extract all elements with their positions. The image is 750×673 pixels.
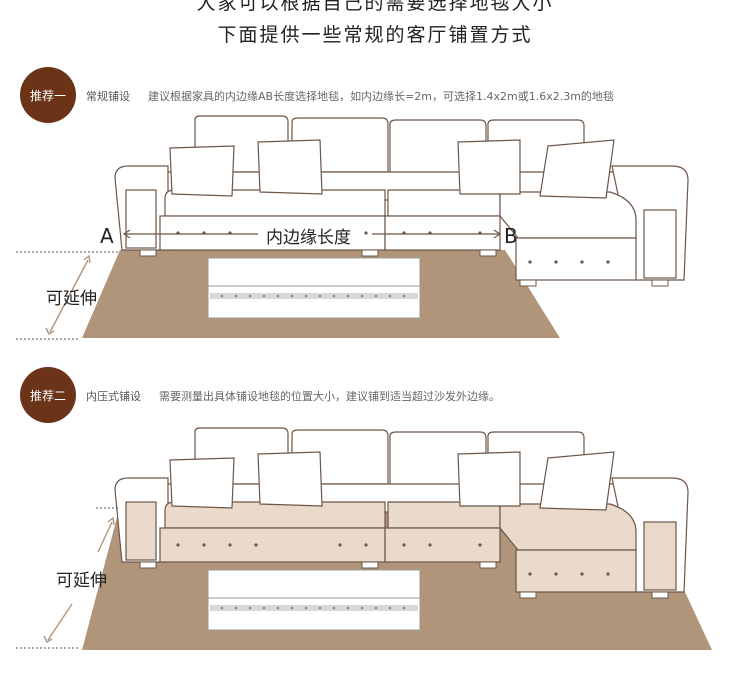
coffee-table-1 xyxy=(207,257,421,319)
rec1-caption: 常规铺设 建议根据家具的内边缘AB长度选择地毯，如内边缘长=2m，可选择1.4x2… xyxy=(86,88,614,104)
chaise-front xyxy=(515,237,637,281)
rec2-caption: 内压式铺设 需要测量出具体铺设地毯的位置大小，建议铺到适当超过沙发外边缘。 xyxy=(86,388,500,404)
seat-cushion-1 xyxy=(164,189,386,217)
rec2-title: 内压式铺设 xyxy=(86,390,141,403)
pillow-2 xyxy=(257,139,323,195)
pillow-4 xyxy=(539,139,615,199)
header-line-1: 大家可以根据自己的需要选择地毯大小 xyxy=(196,0,554,14)
front-panel-2 xyxy=(384,215,501,251)
header-line-2: 下面提供一些常规的客厅铺置方式 xyxy=(217,24,533,46)
diagram-1-sofa-rug xyxy=(16,115,689,340)
diagram-2-sofa-rug xyxy=(16,427,712,650)
pillow-1 xyxy=(169,145,235,197)
coffee-table-2 xyxy=(207,569,421,631)
rec1-title: 常规铺设 xyxy=(86,90,130,103)
rec1-desc: 建议根据家具的内边缘AB长度选择地毯，如内边缘长=2m，可选择1.4x2m或1.… xyxy=(148,90,614,103)
inner-edge-label: 内边缘长度 xyxy=(262,223,355,248)
chaise-cushion xyxy=(499,191,637,239)
pillow-3 xyxy=(457,139,521,195)
point-b-label: B xyxy=(504,224,518,248)
point-a-label: A xyxy=(100,224,114,248)
badge-recommend-2: 推荐二 xyxy=(20,367,76,423)
badge-recommend-1: 推荐一 xyxy=(20,67,76,123)
rec2-desc: 需要测量出具体铺设地毯的位置大小，建议铺到适当超过沙发外边缘。 xyxy=(159,390,500,403)
extend-label-2: 可延伸 xyxy=(56,571,107,591)
extend-label-1: 可延伸 xyxy=(46,289,97,309)
